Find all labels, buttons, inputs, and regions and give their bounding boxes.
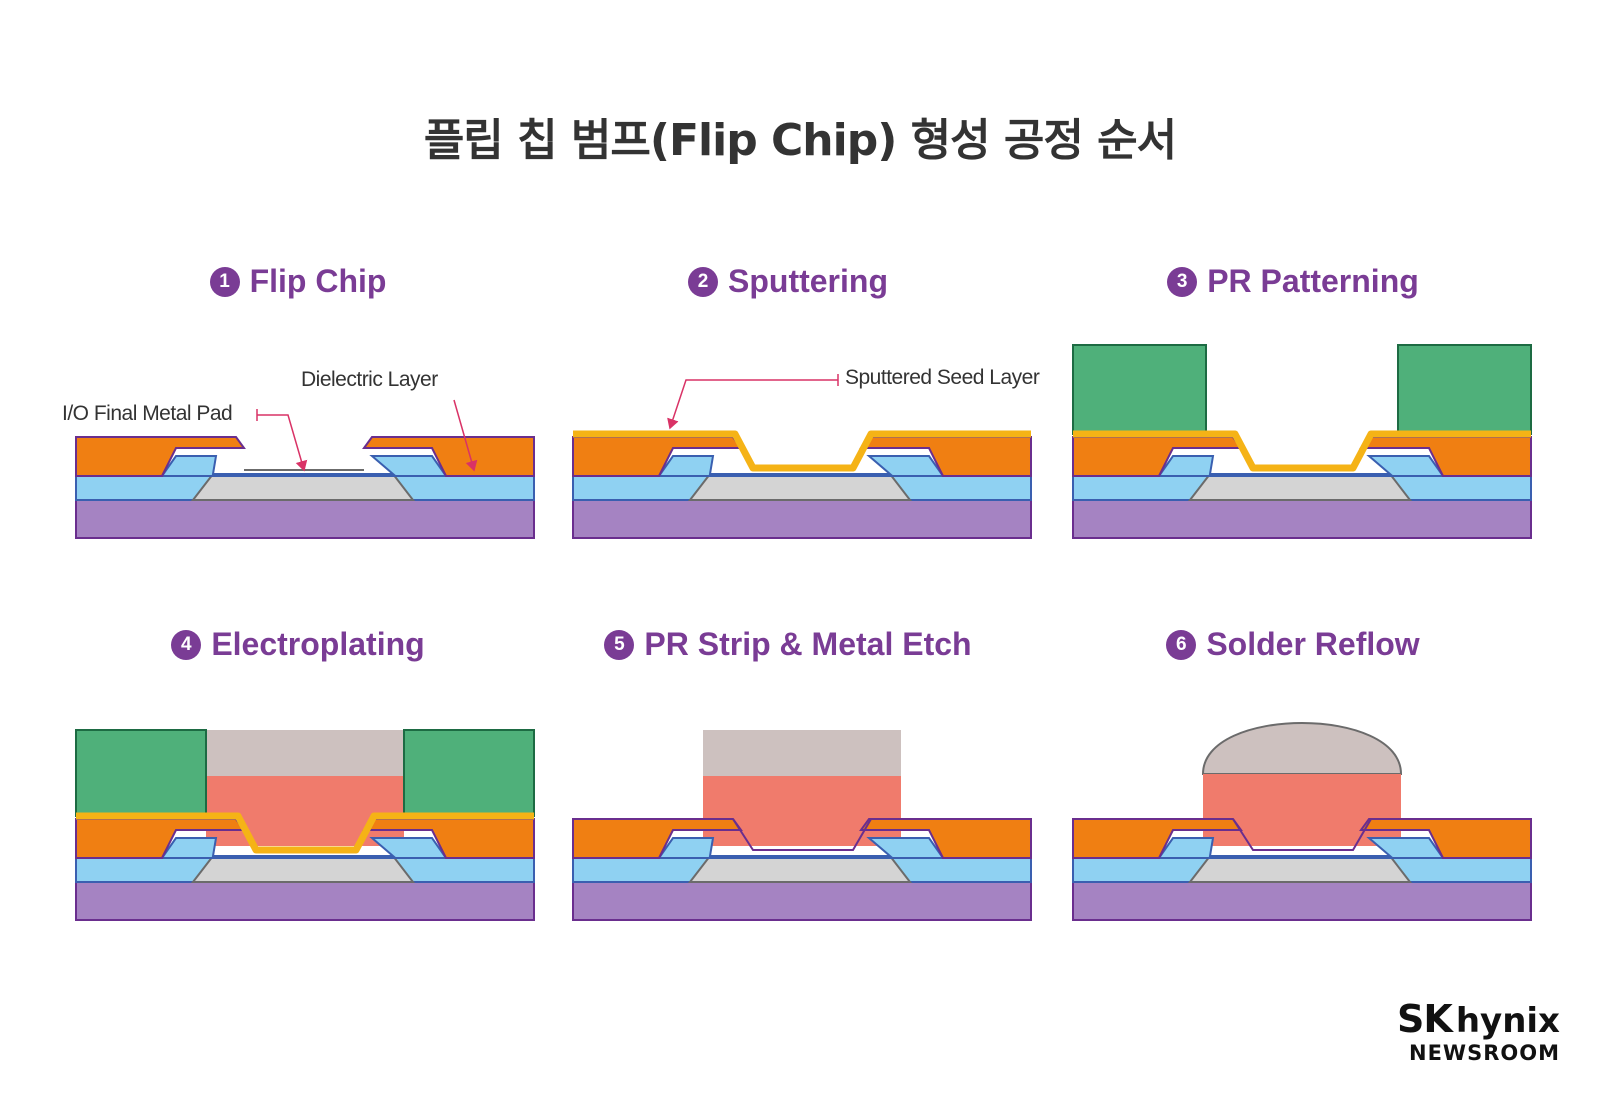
photoresist-block [75, 729, 207, 817]
dielectric-layer [1072, 436, 1243, 477]
io-pad-callout-line [257, 414, 308, 472]
copper-pillar [1203, 774, 1401, 846]
passivation-bump [657, 455, 945, 477]
step-number-badge: 2 [688, 266, 718, 297]
solder-cap [703, 730, 901, 776]
step-label: PR Patterning [1207, 263, 1419, 299]
stack-solder-reflow [1072, 722, 1532, 921]
seed-layer [573, 430, 1031, 472]
substrate-layer [572, 881, 1032, 921]
passivation-bump [1157, 837, 1445, 859]
passivation-bump [1157, 455, 1445, 477]
dielectric-layer [1359, 818, 1532, 859]
stack-pr-strip-metal-etch [572, 730, 1032, 921]
seed-layer-callout-line [667, 379, 838, 430]
passivation-bump [160, 837, 448, 859]
copper-pillar [703, 776, 901, 846]
stack-flip-chip [75, 436, 535, 539]
step-number-badge: 1 [209, 266, 240, 297]
step-label: Flip Chip [249, 263, 387, 299]
step-heading-6: 6 Solder Reflow [1053, 626, 1533, 663]
photoresist-block [403, 729, 535, 817]
stack-pr-patterning [1072, 344, 1532, 539]
stack-sputtering [572, 430, 1032, 539]
seed-layer [76, 812, 534, 854]
stack-electroplating [75, 729, 535, 921]
pillar-base-outline [1232, 818, 1372, 851]
metal-pad [687, 473, 913, 501]
pillar-base-outline [732, 818, 872, 851]
step-number-badge: 4 [171, 629, 202, 660]
metal-pad [190, 855, 416, 883]
passivation-bump [657, 837, 945, 859]
metal-pad [1187, 473, 1413, 501]
step-heading-2: 2 Sputtering [548, 263, 1028, 300]
photoresist-block [1397, 344, 1532, 435]
step-label: Electroplating [211, 626, 425, 662]
step-heading-1: 1 Flip Chip [58, 263, 538, 300]
dielectric-callout-line [453, 399, 478, 472]
substrate-layer [75, 499, 535, 539]
metal-pad [190, 473, 416, 501]
photoresist-block [1072, 344, 1207, 435]
step-number-badge: 3 [1167, 266, 1198, 297]
metal-pad [1187, 855, 1413, 883]
brand-hynix: hynix [1455, 1001, 1560, 1041]
dielectric-layer [859, 818, 1032, 859]
substrate-layer [1072, 499, 1532, 539]
metal-pad [687, 855, 913, 883]
step-heading-3: 3 PR Patterning [1053, 263, 1533, 300]
step-number-badge: 6 [1166, 629, 1197, 660]
page-title: 플립 칩 범프(Flip Chip) 형성 공정 순서 [423, 115, 1177, 166]
dielectric-layer-label: Dielectric Layer [301, 368, 438, 391]
step-label: Sputtering [728, 263, 888, 299]
brand-newsroom: NEWSROOM [1409, 1041, 1560, 1065]
dielectric-layer [362, 436, 535, 477]
substrate-layer [1072, 881, 1532, 921]
solder-ball [1201, 722, 1403, 775]
passivation-bump [160, 455, 448, 477]
step-heading-4: 4 Electroplating [58, 626, 538, 663]
brand-sk: SK [1397, 997, 1453, 1041]
step-label: Solder Reflow [1206, 626, 1420, 662]
sputtered-seed-layer-label: Sputtered Seed Layer [845, 366, 1040, 389]
copper-pillar [206, 776, 404, 846]
step-number-badge: 5 [604, 629, 635, 660]
step-heading-5: 5 PR Strip & Metal Etch [548, 626, 1028, 663]
solder-cap [206, 730, 404, 776]
substrate-layer [75, 881, 535, 921]
dielectric-layer [572, 436, 743, 477]
substrate-layer [572, 499, 1032, 539]
dielectric-layer [75, 436, 246, 477]
seed-layer [1073, 430, 1531, 472]
io-final-metal-pad-label: I/O Final Metal Pad [62, 402, 233, 425]
step-label: PR Strip & Metal Etch [644, 626, 972, 662]
